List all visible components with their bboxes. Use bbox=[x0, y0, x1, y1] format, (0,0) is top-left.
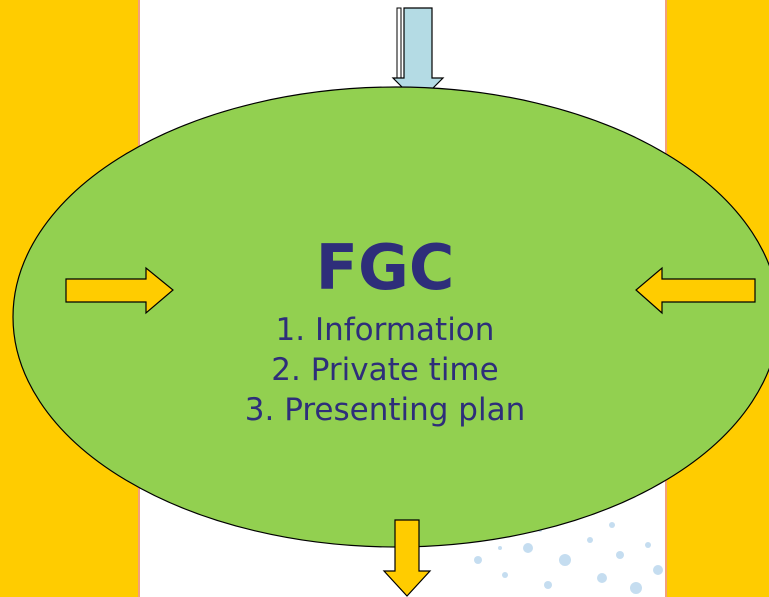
diagram-title: FGC bbox=[315, 231, 455, 304]
step-item: 1. Information bbox=[275, 312, 495, 348]
step-item: 3. Presenting plan bbox=[244, 392, 526, 428]
left-arrow-icon bbox=[65, 266, 174, 315]
bottom-arrow-icon bbox=[382, 519, 432, 597]
bubble-decoration bbox=[474, 513, 663, 594]
step-item: 2. Private time bbox=[271, 352, 499, 388]
right-arrow-icon bbox=[635, 266, 756, 315]
fgc-label-block: FGC 1. Information 2. Private time 3. Pr… bbox=[160, 232, 610, 430]
